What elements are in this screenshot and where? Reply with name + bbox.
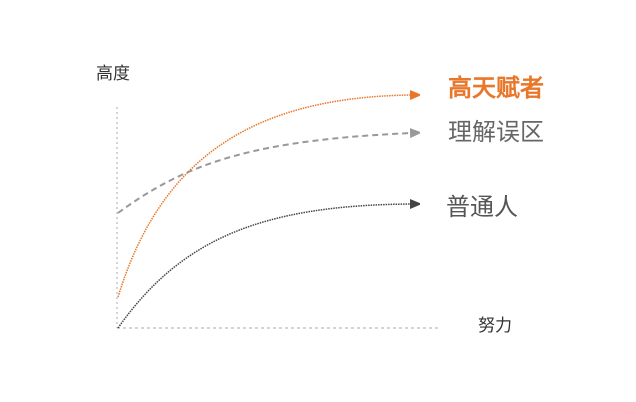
curve-misconception [117, 133, 412, 214]
curve-ordinary [117, 204, 412, 329]
curve-talented [117, 95, 412, 298]
curve-label-talented: 高天赋者 [448, 74, 544, 102]
curve-label-misconception: 理解误区 [448, 118, 544, 146]
x-axis-label: 努力 [478, 316, 512, 336]
y-axis-label: 高度 [96, 64, 130, 84]
curve-label-ordinary: 普通人 [446, 193, 518, 221]
